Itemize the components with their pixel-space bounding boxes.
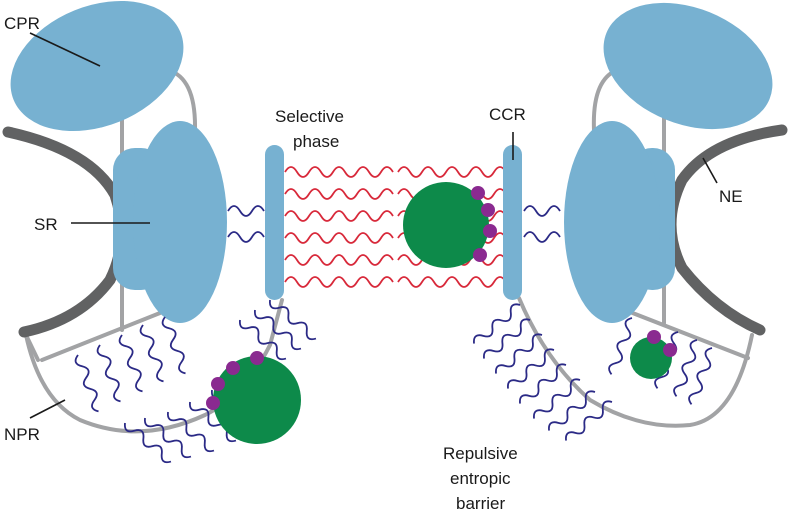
- receptor: [647, 330, 661, 344]
- cpr-left: [10, 0, 184, 132]
- fg-sr-ccr-right: [523, 205, 561, 243]
- receptor: [206, 396, 220, 410]
- fg-repulsive-right-outer: [470, 300, 616, 445]
- fg-selective-rows: [284, 166, 507, 288]
- receptor: [473, 248, 487, 262]
- leader-npr: [29, 399, 66, 419]
- label-sr: SR: [34, 215, 58, 234]
- label-repulsive-1: Repulsive: [443, 444, 518, 463]
- receptor: [250, 351, 264, 365]
- cargo-complex-center: [403, 182, 497, 268]
- cargo-center: [403, 182, 489, 268]
- nuclear-envelope-left: [2, 126, 127, 338]
- leader-ne: [702, 157, 718, 184]
- label-cpr: CPR: [4, 14, 40, 33]
- right-half: CCR NE Repulsive entropic barrier: [443, 2, 788, 513]
- cargo-left: [213, 356, 301, 444]
- receptor: [226, 361, 240, 375]
- label-ne: NE: [719, 187, 743, 206]
- label-npr: NPR: [4, 425, 40, 444]
- fg-basket-left-inner: [72, 314, 191, 414]
- left-half: CPR SR NPR: [2, 0, 320, 466]
- spoke-ring-right: [564, 121, 675, 323]
- spoke-ring-left: [113, 121, 227, 323]
- nuclear-envelope-right: [665, 124, 788, 336]
- receptor: [483, 224, 497, 238]
- receptor: [471, 186, 485, 200]
- npr-outer-arc-right: [517, 296, 754, 428]
- receptor: [481, 203, 495, 217]
- ccr-left: [265, 145, 284, 300]
- leader-cpr: [29, 32, 101, 67]
- label-repulsive-3: barrier: [456, 494, 505, 513]
- npr-crossbar-lower: [40, 311, 162, 362]
- cpr-to-sr-arc-right: [591, 68, 619, 132]
- label-ccr: CCR: [489, 105, 526, 124]
- cargo-complex-left: [206, 351, 301, 444]
- receptor: [211, 377, 225, 391]
- label-repulsive-2: entropic: [450, 469, 511, 488]
- npr-crossbar-upper: [24, 333, 40, 362]
- cpr-right: [603, 2, 773, 130]
- fg-sr-ccr-left: [227, 205, 265, 243]
- receptor: [663, 343, 677, 357]
- cargo-complex-right: [630, 330, 677, 379]
- ccr-right: [503, 145, 522, 300]
- label-selective-phase-1: Selective: [275, 107, 344, 126]
- npr-crossbar-right: [628, 310, 750, 360]
- label-selective-phase-2: phase: [293, 132, 339, 151]
- cargo-right: [630, 337, 672, 379]
